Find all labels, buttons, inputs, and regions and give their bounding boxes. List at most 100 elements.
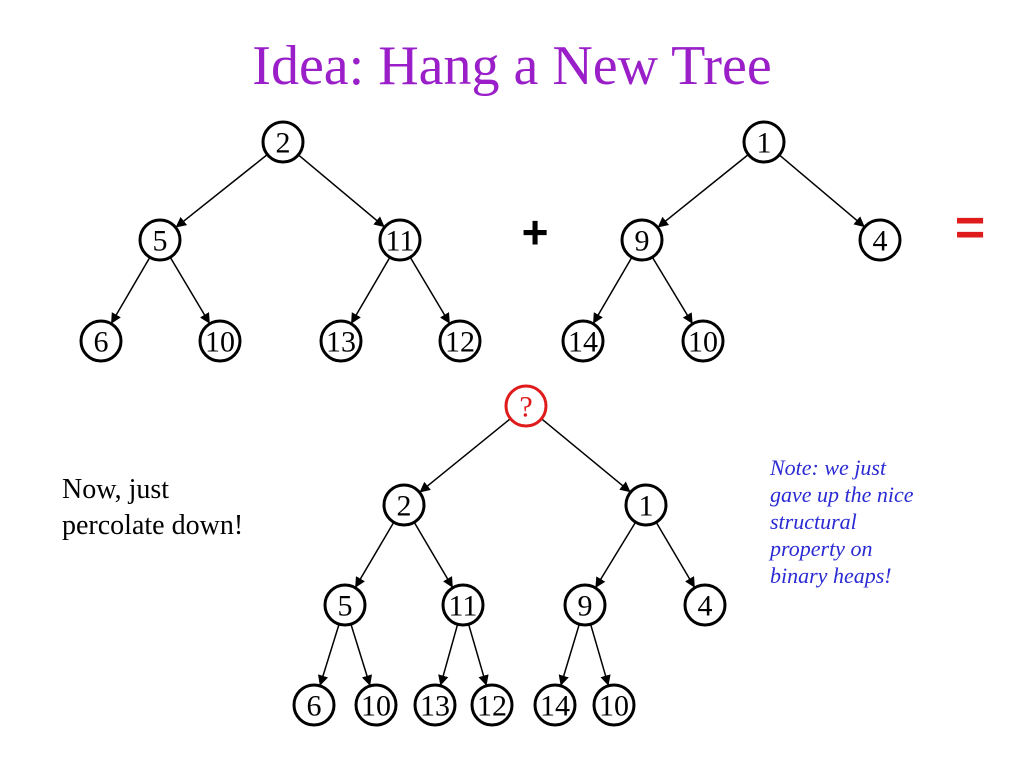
merged-tree-node: 10 (354, 683, 398, 727)
merged-tree-node: 11 (441, 583, 485, 627)
merged-tree-node: ? (504, 384, 548, 428)
node-label: 14 (568, 326, 598, 359)
nodes-layer: 2 5 11 6 10 13 12 1 9 4 14 10? 2 1 5 11 9 4 6 10 13 12 14 10 (79, 120, 902, 727)
node-label: 1 (639, 490, 654, 523)
node-circle (441, 583, 485, 627)
node-label: 4 (873, 225, 888, 258)
tree-a-node: 5 (138, 218, 182, 262)
merged-tree-edge (355, 521, 395, 588)
node-label: 14 (540, 690, 570, 723)
side-note: Note: we just gave up the nice structura… (770, 454, 970, 589)
merged-tree-node: 9 (563, 583, 607, 627)
tree-a-node: 10 (198, 319, 242, 363)
node-label: 10 (361, 690, 391, 723)
node-label: ? (519, 391, 532, 424)
node-label: 12 (445, 326, 475, 359)
merged-tree-node: 4 (683, 583, 727, 627)
node-circle (624, 483, 668, 527)
node-label: 13 (420, 690, 450, 723)
merged-tree-edge (467, 623, 489, 686)
merged-tree-edge (558, 623, 581, 686)
node-circle (138, 218, 182, 262)
node-circle (79, 319, 123, 363)
node-label: 6 (94, 326, 109, 359)
node-label: 6 (307, 690, 322, 723)
node-circle (858, 218, 902, 262)
tree-a-node: 2 (261, 120, 305, 164)
tree-b-node: 10 (681, 319, 725, 363)
tree-b-node: 4 (858, 218, 902, 262)
slide-title: Idea: Hang a New Tree (252, 35, 772, 97)
tree-a-node: 13 (319, 319, 363, 363)
merged-tree-node: 6 (292, 683, 336, 727)
edges-layer (110, 153, 865, 686)
node-circle (319, 319, 363, 363)
node-circle (592, 683, 636, 727)
node-label: 9 (578, 590, 593, 623)
merged-tree-edge (589, 623, 611, 686)
node-label: 2 (276, 127, 291, 160)
tree-b-node: 1 (742, 120, 786, 164)
node-label: 13 (326, 326, 356, 359)
tree-b-node: 14 (561, 319, 605, 363)
tree-a-edge (297, 154, 385, 228)
tree-b-edge (592, 256, 633, 324)
node-circle (563, 583, 607, 627)
merged-tree-node: 5 (323, 583, 367, 627)
merged-tree-edge (438, 624, 459, 686)
tree-a-node: 6 (79, 319, 123, 363)
merged-tree-node: 13 (413, 683, 457, 727)
node-label: 2 (397, 490, 412, 523)
caption-line: Now, just (62, 474, 170, 505)
merged-tree-node: 14 (533, 683, 577, 727)
merged-tree-edge (413, 521, 453, 588)
merged-tree-edge (655, 521, 695, 588)
merged-tree-edge (595, 521, 637, 588)
node-circle (378, 218, 422, 262)
node-label: 11 (449, 590, 478, 623)
node-label: 10 (688, 326, 718, 359)
tree-a-edge (110, 256, 151, 324)
equals-operator: = (955, 199, 985, 257)
node-circle (681, 319, 725, 363)
plus-operator: + (522, 206, 549, 258)
merged-tree-node: 2 (382, 483, 426, 527)
note-line: gave up the nice (770, 482, 914, 507)
node-circle (533, 683, 577, 727)
note-line: Note: we just (770, 455, 887, 480)
tree-b-edge (657, 153, 749, 228)
node-label: 9 (635, 225, 650, 258)
note-line: structural (770, 509, 857, 534)
node-circle (742, 120, 786, 164)
merged-tree-node: 1 (624, 483, 668, 527)
merged-tree-node: 12 (470, 683, 514, 727)
tree-b-edge (778, 154, 865, 228)
tree-a-node: 12 (438, 319, 482, 363)
merged-tree-edge (540, 418, 631, 493)
merged-tree-node: 10 (592, 683, 636, 727)
node-circle (683, 583, 727, 627)
tree-a-edge (169, 256, 210, 324)
node-label: 10 (205, 326, 235, 359)
node-circle (354, 683, 398, 727)
node-circle (198, 319, 242, 363)
node-circle (261, 120, 305, 164)
merged-tree-edge (419, 418, 511, 493)
merged-tree-edge (350, 623, 373, 686)
node-circle (382, 483, 426, 527)
caption-line: percolate down! (62, 510, 244, 541)
node-label: 12 (477, 690, 507, 723)
tree-a-edge (175, 153, 268, 228)
note-line: binary heaps! (770, 563, 892, 588)
tree-a-edge (350, 256, 391, 324)
node-circle (561, 319, 605, 363)
tree-a-edge (409, 256, 450, 324)
node-label: 5 (338, 590, 353, 623)
tree-a-node: 11 (378, 218, 422, 262)
node-circle (438, 319, 482, 363)
node-circle (323, 583, 367, 627)
node-circle (292, 683, 336, 727)
merged-tree-edge (317, 623, 340, 686)
tree-b-node: 9 (620, 218, 664, 262)
